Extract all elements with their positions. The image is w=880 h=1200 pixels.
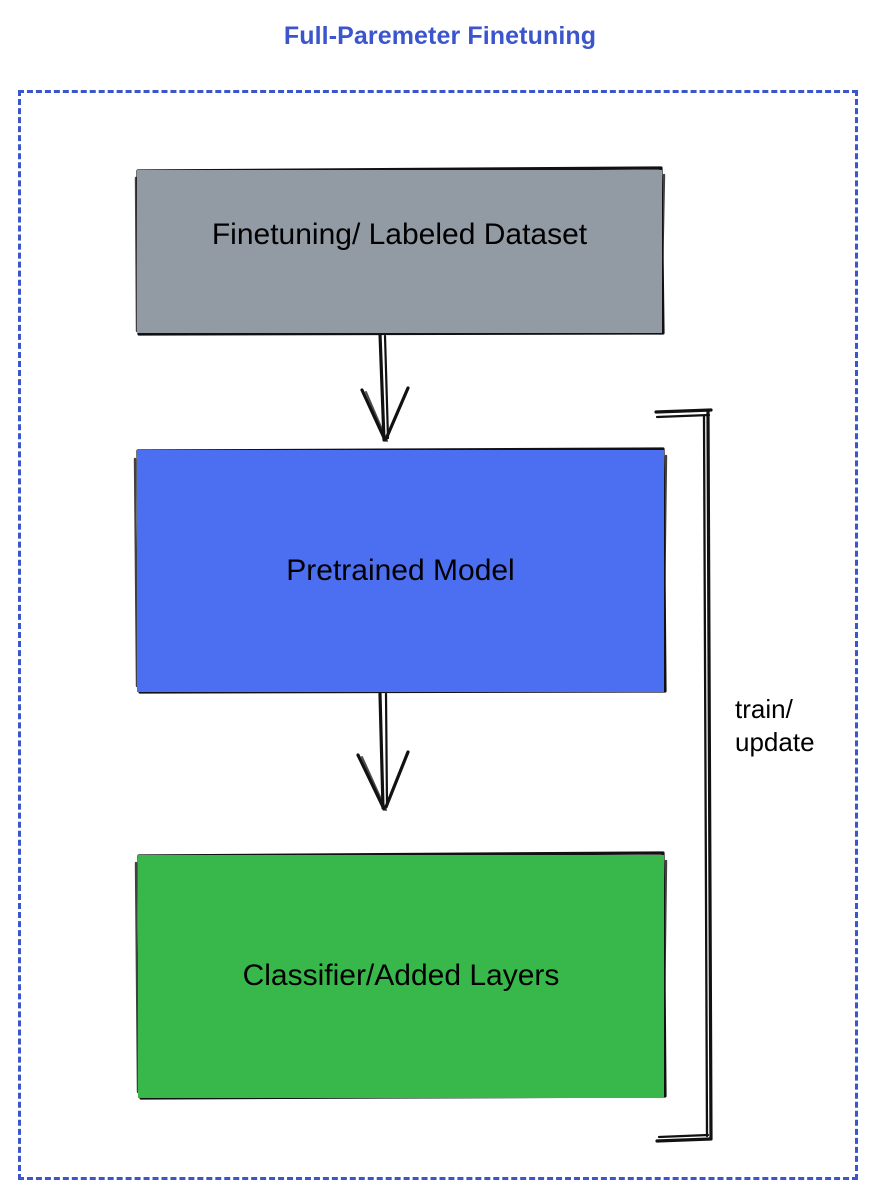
edge-label-train-update: train/ update bbox=[735, 694, 815, 758]
node-pretrained-model-label: Pretrained Model bbox=[286, 553, 515, 587]
node-dataset[interactable]: Finetuning/ Labeled Dataset bbox=[137, 170, 662, 333]
node-dataset-label: Finetuning/ Labeled Dataset bbox=[211, 218, 588, 251]
node-pretrained-model[interactable]: Pretrained Model bbox=[137, 450, 664, 692]
diagram-boundary-frame bbox=[18, 90, 858, 1180]
node-classifier-added-layers-label: Classifier/Added Layers bbox=[242, 959, 560, 993]
node-classifier-added-layers[interactable]: Classifier/Added Layers bbox=[138, 855, 664, 1098]
page-title: Full-Paremeter Finetuning bbox=[283, 22, 597, 50]
